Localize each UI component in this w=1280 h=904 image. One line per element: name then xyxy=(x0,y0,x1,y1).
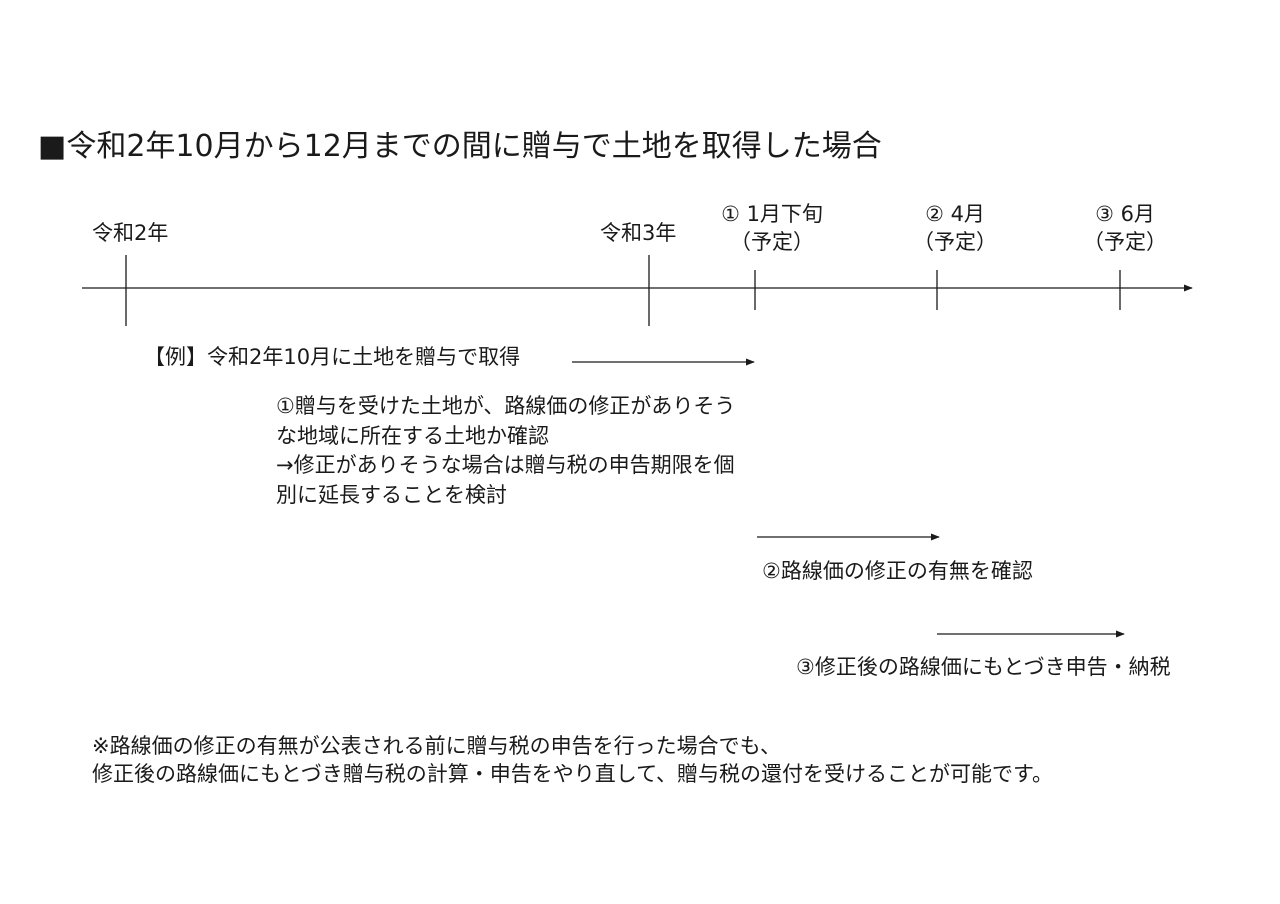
step1-line: →修正がありそうな場合は贈与税の申告期限を個 xyxy=(276,453,735,477)
milestone-2-label: ② 4月 xyxy=(925,202,985,226)
step1-line: ①贈与を受けた土地が、路線価の修正がありそう xyxy=(276,394,736,418)
label-start-year: 令和2年 xyxy=(92,221,169,245)
milestone-3-sub: （予定） xyxy=(1083,230,1167,254)
footnote: ※路線価の修正の有無が公表される前に贈与税の申告を行った場合でも、 修正後の路線… xyxy=(92,732,1053,788)
page-title: ■令和2年10月から12月までの間に贈与で土地を取得した場合 xyxy=(38,129,882,164)
footnote-line: 修正後の路線価にもとづき贈与税の計算・申告をやり直して、贈与税の還付を受けること… xyxy=(92,762,1053,786)
step3-text: ③修正後の路線価にもとづき申告・納税 xyxy=(796,655,1171,679)
milestone-3: ③ 6月 （予定） xyxy=(1070,200,1180,256)
milestone-1-sub: （予定） xyxy=(730,230,814,254)
step1-line: な地域に所在する土地か確認 xyxy=(276,423,549,448)
milestone-3-label: ③ 6月 xyxy=(1095,202,1155,226)
milestone-1: ① 1月下旬 （予定） xyxy=(708,200,836,256)
label-mid-year: 令和3年 xyxy=(600,221,677,245)
step1-text: ①贈与を受けた土地が、路線価の修正がありそう な地域に所在する土地か確認 →修正… xyxy=(276,392,735,510)
example-label: 【例】令和2年10月に土地を贈与で取得 xyxy=(144,345,521,369)
footnote-line: ※路線価の修正の有無が公表される前に贈与税の申告を行った場合でも、 xyxy=(92,734,781,758)
milestone-1-label: ① 1月下旬 xyxy=(721,202,823,226)
step1-line: 別に延長することを検討 xyxy=(276,482,507,507)
step2-text: ②路線価の修正の有無を確認 xyxy=(762,559,1033,583)
milestone-2: ② 4月 （予定） xyxy=(900,200,1010,256)
milestone-2-sub: （予定） xyxy=(913,230,997,254)
